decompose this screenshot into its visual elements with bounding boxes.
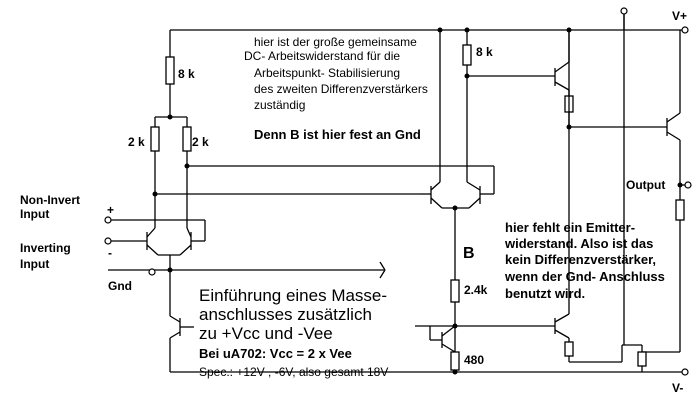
input-diff-pair xyxy=(110,219,206,316)
resistor-8k-left xyxy=(165,56,175,85)
second-diff-pair xyxy=(420,30,494,209)
output-terminal xyxy=(684,181,692,189)
node-b-label: B xyxy=(463,245,475,262)
output-label: Output xyxy=(626,178,665,192)
resistor-8k-right xyxy=(462,44,472,66)
note-big-line-1: Einführung eines Masse- xyxy=(199,286,387,305)
note-right-line-3: kein Differenzverstärker, xyxy=(505,252,656,267)
note-right: hier fehlt ein Emitter- widerstand. Also… xyxy=(504,220,665,301)
label-2k-left: 2 k xyxy=(128,135,145,149)
spec-title: Bei uA702: Vcc = 2 x Vee xyxy=(199,346,352,361)
note-top-line-5: zuständig xyxy=(254,98,305,112)
inverting-input-terminal xyxy=(104,237,112,245)
note-b-fixed: Denn B ist hier fest an Gnd xyxy=(254,127,421,142)
vminus-label: V- xyxy=(672,381,683,395)
note-big: Einführung eines Masse- anschlusses zusä… xyxy=(199,286,387,343)
resistor-2k-left xyxy=(150,126,160,152)
note-top-line-4: des zweiten Differenzverstärkers xyxy=(254,82,428,96)
current-source-transistor xyxy=(169,315,194,372)
inverting-label-1: Inverting xyxy=(20,241,71,255)
note-right-line-5: benutzt wird. xyxy=(505,286,585,301)
note-top-line-2: DC- Arbeitswiderstand für die xyxy=(244,49,400,63)
note-right-line-1: hier fehlt ein Emitter- xyxy=(505,220,635,235)
stage2-transistor xyxy=(554,30,570,91)
noninvert-label-1: Non-Invert xyxy=(20,193,80,207)
minus-label: - xyxy=(108,246,112,260)
note-right-line-4: wenn der Gnd- Anschluss xyxy=(504,269,665,284)
vminus-terminal xyxy=(681,368,689,376)
note-top: hier ist der große gemeinsame DC- Arbeit… xyxy=(244,35,428,112)
plus-label: + xyxy=(107,203,114,217)
resistor-output xyxy=(675,199,685,221)
inverting-label-2: Input xyxy=(20,257,49,271)
resistor-sink xyxy=(564,341,574,357)
noninvert-label-2: Input xyxy=(20,207,49,221)
vplus-top-terminal xyxy=(620,7,628,15)
gnd-label: Gnd xyxy=(108,279,132,293)
vplus-label: V+ xyxy=(672,9,687,23)
diode-transistor xyxy=(429,325,456,353)
label-8k-left: 8 k xyxy=(178,67,195,81)
vplus-terminal xyxy=(681,26,689,34)
note-top-line-3: Arbeitspunkt- Stabilisierung xyxy=(254,66,400,80)
gnd-terminal xyxy=(148,268,156,276)
output-transistor xyxy=(666,30,681,141)
vplus-rail xyxy=(170,14,685,31)
current-sink-transistor xyxy=(554,30,570,339)
resistor-2-4k xyxy=(450,279,460,303)
note-big-line-3: zu +Vcc und -Vee xyxy=(199,324,333,343)
note-big-line-2: anschlusses zusätzlich xyxy=(199,305,372,324)
noninvert-input-terminal xyxy=(104,216,112,224)
resistor-bias-right xyxy=(637,351,647,367)
label-2-4k: 2.4k xyxy=(464,283,488,297)
label-480: 480 xyxy=(464,353,484,367)
resistor-2k-right xyxy=(182,126,192,152)
label-2k-right: 2 k xyxy=(192,135,209,149)
note-top-line-1: hier ist der große gemeinsame xyxy=(254,35,417,49)
label-8k-right: 8 k xyxy=(476,45,493,59)
note-right-line-2: widerstand. Also ist das xyxy=(504,236,653,251)
resistor-480 xyxy=(450,351,460,371)
spec-line: Spec.: +12V , -6V, also gesamt 18V xyxy=(199,365,388,379)
